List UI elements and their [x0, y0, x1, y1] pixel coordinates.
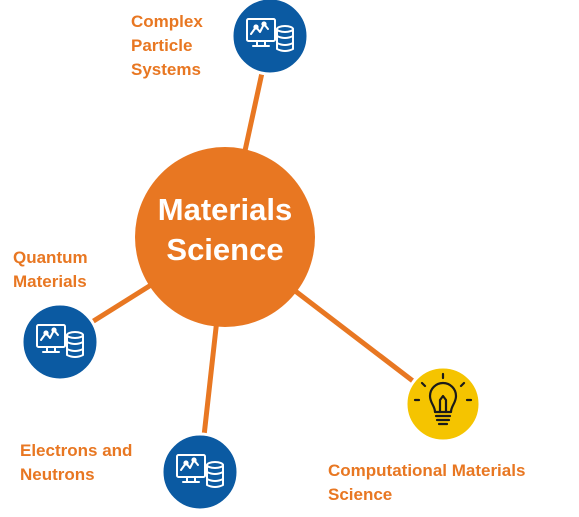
node-electrons-and-neutrons: [160, 432, 240, 512]
node-complex-particle-systems: [230, 0, 310, 76]
label-electrons-and-neutrons: Electrons and Neutrons: [20, 439, 132, 487]
node-quantum-materials: [20, 302, 100, 382]
label-line: Materials: [13, 272, 87, 291]
center-label-line1: Materials: [157, 192, 293, 227]
label-line: Quantum: [13, 248, 88, 267]
analytics-database-icon: [246, 18, 294, 52]
label-line: Electrons and: [20, 441, 133, 460]
analytics-database-icon: [176, 454, 224, 488]
label-line: Complex: [131, 12, 203, 31]
label-line: Neutrons: [20, 465, 95, 484]
label-quantum-materials: Quantum Materials: [13, 246, 88, 294]
center-circle: [135, 147, 315, 327]
center-label: Materials Science: [135, 190, 315, 270]
center-label-line2: Science: [166, 232, 284, 267]
label-line: Computational Materials: [328, 461, 526, 480]
label-complex-particle-systems: Complex Particle Systems: [131, 10, 203, 82]
node-computational-materials-science: [404, 365, 482, 443]
lightbulb-icon: [413, 372, 473, 426]
label-computational-materials-science: Computational Materials Science: [328, 459, 525, 507]
label-line: Systems: [131, 60, 201, 79]
label-line: Science: [328, 485, 393, 504]
analytics-database-icon: [36, 324, 84, 358]
label-line: Particle: [131, 36, 193, 55]
